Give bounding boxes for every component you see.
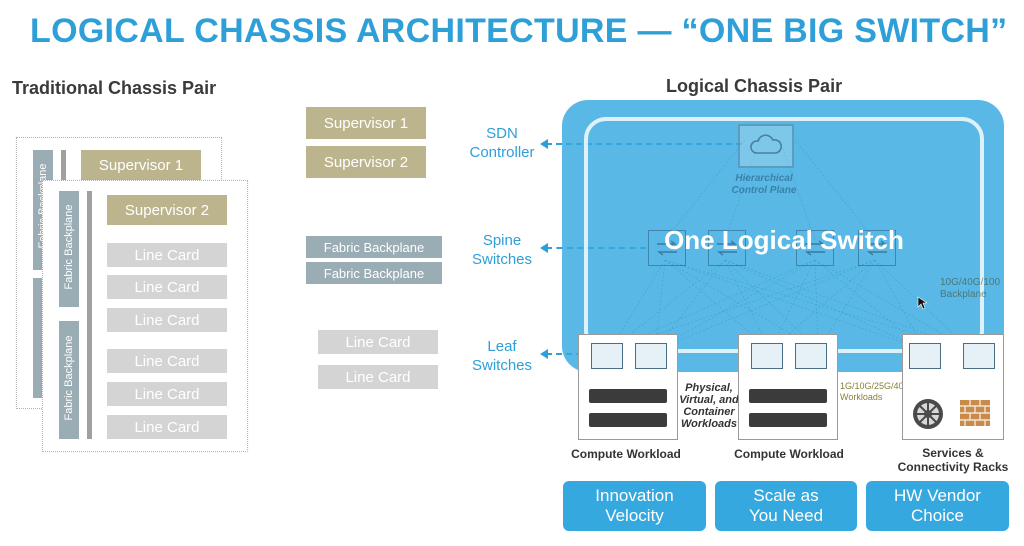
switch-icon bbox=[656, 240, 678, 256]
cloud-icon bbox=[750, 134, 782, 154]
sdn-controller-line-1: SDN bbox=[486, 125, 518, 142]
rack-3-caption-line-2: Connectivity Racks bbox=[897, 460, 1009, 474]
backplane-note-line-1: 10G/40G/100 bbox=[940, 277, 1001, 288]
front-line-card-2: Line Card bbox=[107, 275, 227, 299]
benefit-1-line-1: Innovation bbox=[595, 486, 674, 505]
leaf-switch-1a bbox=[591, 343, 623, 369]
benefit-2-line-1: Scale as bbox=[753, 486, 819, 505]
sdn-arrowhead bbox=[540, 139, 548, 149]
server-icon bbox=[749, 389, 827, 403]
leaf-arrowhead bbox=[540, 349, 548, 359]
workloads-note-line-2: Virtual, and bbox=[679, 394, 739, 406]
rack-2-caption: Compute Workload bbox=[734, 447, 844, 461]
rack-3-caption: Services & Connectivity Racks bbox=[882, 446, 1024, 474]
switch-icon bbox=[716, 240, 738, 256]
sdn-controller-label: SDN Controller bbox=[460, 124, 544, 162]
middle-fabric-backplane-1: Fabric Backplane bbox=[306, 236, 442, 258]
spine-switches-line-1: Spine bbox=[482, 232, 522, 249]
traditional-chassis-heading: Traditional Chassis Pair bbox=[12, 78, 217, 98]
rack-3-caption-line-1: Services & bbox=[922, 446, 984, 460]
front-fabric-label-1: Fabric Backplane bbox=[63, 204, 75, 290]
spine-switches-label: Spine Switches bbox=[462, 231, 542, 269]
front-divider bbox=[87, 191, 92, 439]
spine-switches-line-2: Switches bbox=[471, 251, 533, 268]
spine-arrowhead bbox=[540, 243, 548, 253]
spine-switch-1 bbox=[648, 230, 686, 266]
control-plane-line-2: Control Plane bbox=[731, 185, 797, 196]
benefit-innovation-velocity: Innovation Velocity bbox=[563, 481, 706, 531]
front-line-card-3: Line Card bbox=[107, 308, 227, 332]
rack-1-caption: Compute Workload bbox=[571, 447, 681, 461]
cursor-icon bbox=[917, 296, 927, 310]
benefit-3-line-2: Choice bbox=[911, 506, 964, 525]
middle-line-card-1: Line Card bbox=[318, 330, 438, 354]
server-icon bbox=[749, 413, 827, 427]
speed-note-line-2: Workloads bbox=[840, 392, 883, 402]
services-rack bbox=[902, 334, 1004, 440]
leaf-switches-label: Leaf Switches bbox=[462, 337, 542, 375]
middle-supervisor-1: Supervisor 1 bbox=[306, 107, 426, 139]
leaf-switch-3a bbox=[909, 343, 941, 369]
logical-chassis-heading: Logical Chassis Pair bbox=[666, 76, 843, 96]
logical-switch-overlay bbox=[562, 100, 1004, 372]
front-line-card-4: Line Card bbox=[107, 349, 227, 373]
sdn-controller-line-2: Controller bbox=[469, 144, 535, 161]
benefit-3-line-1: HW Vendor bbox=[894, 486, 981, 505]
leaf-switches-line-2: Switches bbox=[471, 357, 533, 374]
front-chassis-card: Fabric Backplane Fabric Backplane Superv… bbox=[42, 180, 248, 452]
workloads-note-line-3: Container bbox=[683, 406, 735, 418]
page-title: LOGICAL CHASSIS ARCHITECTURE — “ONE BIG … bbox=[30, 12, 1008, 50]
one-logical-switch-label: One Logical Switch bbox=[664, 225, 904, 255]
benefit-2-line-2: You Need bbox=[748, 506, 824, 525]
front-fabric-label-2: Fabric Backplane bbox=[63, 335, 75, 421]
compute-rack-1 bbox=[578, 334, 678, 440]
back-supervisor-1: Supervisor 1 bbox=[81, 150, 201, 180]
server-icon bbox=[589, 389, 667, 403]
middle-fabric-backplane-2: Fabric Backplane bbox=[306, 262, 442, 284]
leaf-switches-line-1: Leaf bbox=[487, 338, 517, 355]
server-icon bbox=[589, 413, 667, 427]
benefit-1-line-2: Velocity bbox=[605, 506, 664, 525]
front-line-card-6: Line Card bbox=[107, 415, 227, 439]
spine-switch-3 bbox=[796, 230, 834, 266]
fan-icon bbox=[913, 399, 943, 429]
spine-switch-2 bbox=[708, 230, 746, 266]
workloads-note: Physical, Virtual, and Container Workloa… bbox=[676, 382, 742, 430]
back-divider bbox=[61, 150, 66, 180]
workloads-note-line-4: Workloads bbox=[680, 418, 738, 430]
workloads-note-line-1: Physical, bbox=[685, 382, 733, 394]
leaf-switch-3b bbox=[963, 343, 995, 369]
switch-icon bbox=[804, 240, 826, 256]
speed-note-line-1: 1G/10G/25G/40G bbox=[840, 381, 911, 391]
front-line-card-5: Line Card bbox=[107, 382, 227, 406]
benefit-scale-as-you-need: Scale as You Need bbox=[715, 481, 857, 531]
middle-line-card-2: Line Card bbox=[318, 365, 438, 389]
switch-icon bbox=[866, 240, 888, 256]
front-supervisor-2: Supervisor 2 bbox=[107, 195, 227, 225]
leaf-switch-2b bbox=[795, 343, 827, 369]
front-fabric-backplane-1 bbox=[59, 191, 79, 307]
leaf-switch-2a bbox=[751, 343, 783, 369]
backplane-note-line-2: Backplane bbox=[940, 289, 987, 300]
backplane-note: 10G/40G/100 Backplane bbox=[940, 277, 1000, 301]
control-plane-label: Hierarchical Control Plane bbox=[704, 173, 824, 197]
spine-switch-4 bbox=[858, 230, 896, 266]
benefit-hw-vendor-choice: HW Vendor Choice bbox=[866, 481, 1009, 531]
control-plane-box bbox=[738, 124, 794, 168]
front-line-card-1: Line Card bbox=[107, 243, 227, 267]
control-plane-line-1: Hierarchical bbox=[735, 173, 793, 184]
compute-rack-2 bbox=[738, 334, 838, 440]
leaf-switch-1b bbox=[635, 343, 667, 369]
firewall-icon bbox=[960, 400, 990, 426]
speed-note: 1G/10G/25G/40G Workloads bbox=[840, 381, 911, 403]
front-fabric-backplane-2 bbox=[59, 321, 79, 439]
middle-supervisor-2: Supervisor 2 bbox=[306, 146, 426, 178]
